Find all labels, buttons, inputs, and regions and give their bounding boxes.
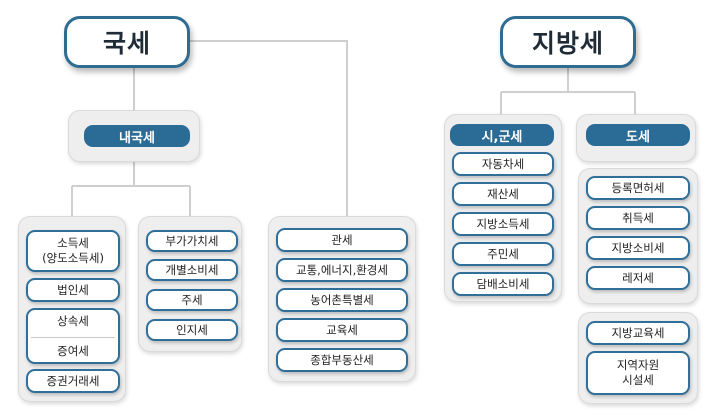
inheritance-gift-tax-item: 상속세 증여세 <box>26 308 120 364</box>
local-education-tax-item: 지방교육세 <box>586 321 690 345</box>
local-tax-title: 지방세 <box>500 16 636 68</box>
leisure-tax-item: 레저세 <box>586 266 690 290</box>
regional-resource-facility-tax-item: 지역자원 시설세 <box>586 351 690 395</box>
individual-consumption-tax-item: 개별소비세 <box>146 259 238 281</box>
local-income-tax-item: 지방소득세 <box>452 212 554 236</box>
capital-gains-tax-label: (양도소득세) <box>42 251 104 265</box>
province-tax-header: 도세 <box>586 124 690 146</box>
income-tax-item: 소득세 (양도소득세) <box>26 230 120 272</box>
customs-duty-item: 관세 <box>276 228 408 252</box>
item-divider <box>31 336 115 338</box>
facility-tax-label: 시설세 <box>622 373 654 387</box>
transport-energy-env-tax-item: 교통,에너지,환경세 <box>276 258 408 282</box>
inheritance-tax-label: 상속세 <box>57 313 89 328</box>
automobile-tax-item: 자동차세 <box>452 152 554 176</box>
securities-transaction-tax-item: 증권거래세 <box>26 369 120 393</box>
income-tax-label: 소득세 <box>57 236 89 250</box>
local-consumption-tax-item: 지방소비세 <box>586 236 690 260</box>
resident-tax-item: 주민세 <box>452 242 554 266</box>
rural-special-tax-item: 농어촌특별세 <box>276 288 408 312</box>
tobacco-consumption-tax-item: 담배소비세 <box>452 272 554 296</box>
comprehensive-real-estate-tax-item: 종합부동산세 <box>276 348 408 372</box>
gift-tax-label: 증여세 <box>57 343 89 358</box>
regional-resource-label: 지역자원 <box>616 358 660 372</box>
value-added-tax-item: 부가가치세 <box>146 230 238 252</box>
corporate-tax-item: 법인세 <box>26 278 120 302</box>
education-tax-item: 교육세 <box>276 318 408 342</box>
registration-license-tax-item: 등록면허세 <box>586 176 690 200</box>
property-tax-item: 재산세 <box>452 182 554 206</box>
city-county-tax-header: 시,군세 <box>450 124 554 146</box>
internal-tax-header: 내국세 <box>84 125 190 147</box>
acquisition-tax-item: 취득세 <box>586 206 690 230</box>
liquor-tax-item: 주세 <box>146 289 238 311</box>
national-tax-title: 국세 <box>64 16 190 68</box>
stamp-tax-item: 인지세 <box>146 319 238 341</box>
